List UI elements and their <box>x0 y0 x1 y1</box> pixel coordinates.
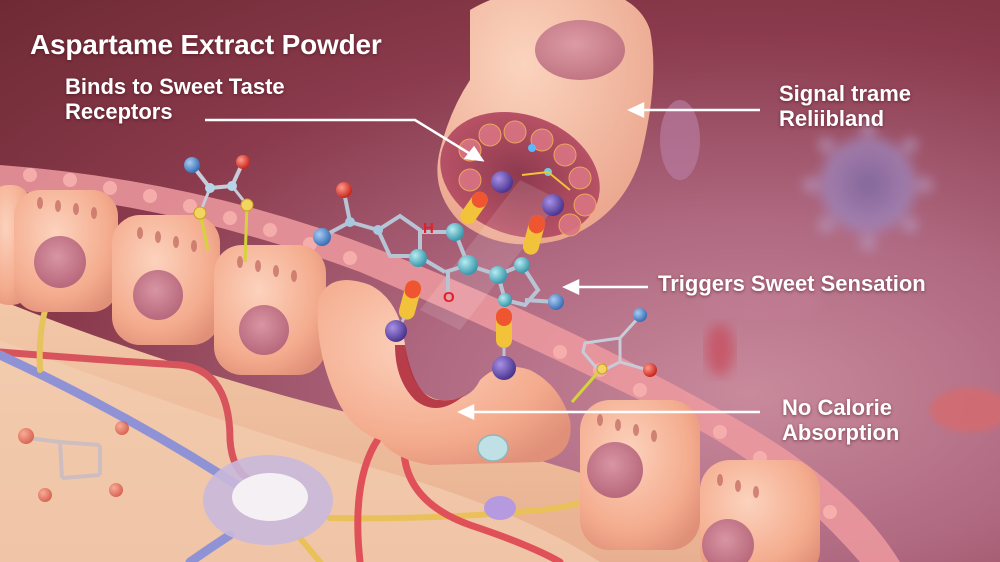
atom-label-h: H <box>423 220 434 237</box>
small-molecule-left <box>184 155 254 263</box>
annotation-signal: Signal trame Reliibland <box>779 81 912 131</box>
aspartame-molecule <box>313 171 564 380</box>
red-blood-cell <box>930 388 1000 432</box>
arrow-head-icon <box>457 404 475 420</box>
arrow-head-icon <box>562 279 580 295</box>
small-molecule-right <box>570 308 657 403</box>
annotation-line: Triggers Sweet Sensation <box>658 271 926 296</box>
arrow-head-icon <box>627 102 645 118</box>
annotation-line: Receptors <box>65 98 173 124</box>
annotation-no-calorie: No Calorie Absorption <box>782 395 900 445</box>
annotation-binds-receptors: Binds to Sweet Taste Receptors <box>65 74 285 124</box>
atom-label-o: O <box>443 289 455 306</box>
arrow-head-icon <box>463 145 485 162</box>
annotation-line: Absorption <box>782 419 900 445</box>
annotation-triggers-sensation: Triggers Sweet Sensation <box>658 271 926 297</box>
annotation-line: Binds to Sweet Taste <box>65 74 285 99</box>
faded-molecule <box>18 421 129 502</box>
annotation-arrows <box>205 102 760 420</box>
annotation-line: Signal trame <box>779 81 912 106</box>
powder-granule-cell <box>203 455 333 545</box>
virus-particle <box>804 121 932 250</box>
binds-arrow-line <box>205 118 473 157</box>
annotation-line: No Calorie <box>782 395 893 420</box>
taste-cells <box>0 185 820 562</box>
vesicle <box>477 434 509 462</box>
vesicle <box>484 496 516 520</box>
annotation-line: Reliibland <box>779 105 885 131</box>
page-title: Aspartame Extract Powder <box>30 29 382 60</box>
